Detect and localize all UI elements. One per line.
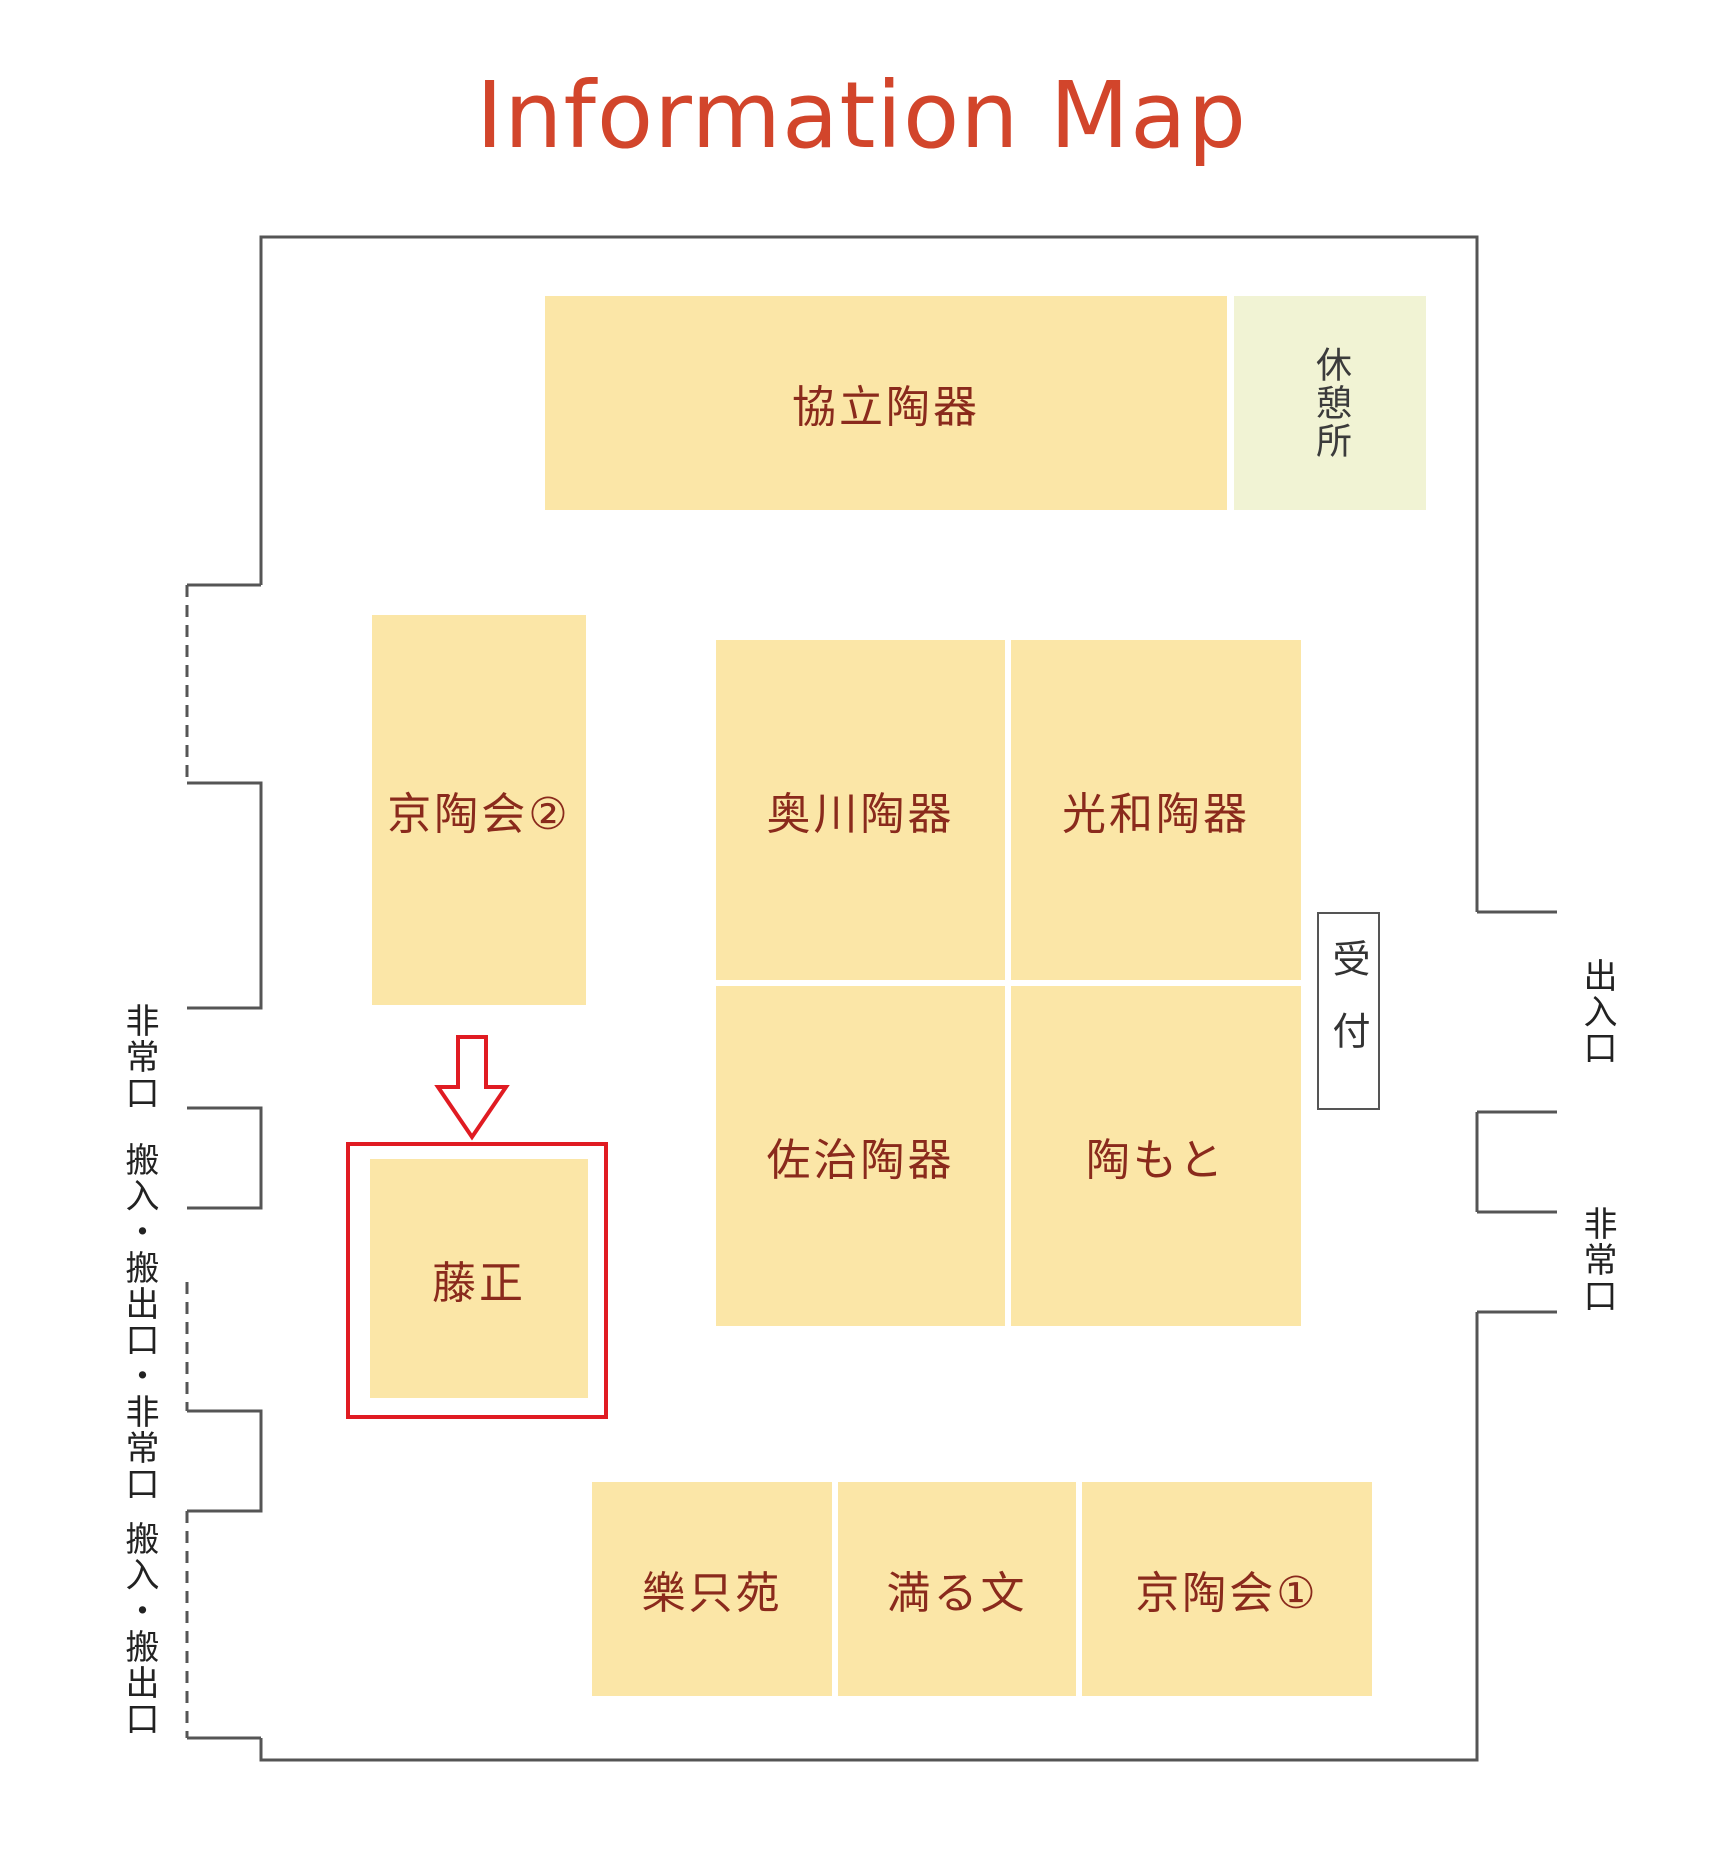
outer-wall-right-bottom (259, 1312, 1479, 1762)
booth-label-mitsurufumi: 満る文 (886, 1568, 1028, 1619)
booth-label-kyoritsu: 協立陶器 (792, 382, 980, 433)
booth-label-okugawa: 奥川陶器 (766, 789, 955, 840)
booth-label-fujimasa: 藤正 (432, 1257, 526, 1309)
door-label-left-loading: 搬入・搬出口 (119, 1521, 159, 1737)
booth-fujimasa[interactable]: 藤正 (370, 1159, 588, 1398)
booth-gakushien[interactable]: 樂只苑 (592, 1482, 832, 1696)
booth-mitsurufumi[interactable]: 満る文 (838, 1482, 1076, 1696)
booth-toumoto[interactable]: 陶もと (1011, 986, 1301, 1326)
booth-label-toumoto: 陶もと (1085, 1135, 1227, 1186)
left-wall-seg2 (187, 781, 263, 1010)
reception-desk[interactable]: 受付 (1317, 912, 1380, 1110)
booth-label-kyotoukai1: 京陶会① (1135, 1568, 1319, 1619)
down-arrow-icon (434, 1035, 510, 1141)
door-label-right-emergency: 非常口 (1577, 1206, 1617, 1314)
door-label-right-entrance: 出入口 (1577, 958, 1617, 1066)
door-label-left-emergency: 非常口 (119, 1003, 159, 1111)
reception-label: 受付 (1326, 939, 1370, 1083)
booth-label-rest-area: 休憩所 (1310, 346, 1351, 460)
booth-kyotoukai2[interactable]: 京陶会② (372, 615, 586, 1005)
booth-saji[interactable]: 佐治陶器 (716, 986, 1005, 1326)
booth-kyotoukai1[interactable]: 京陶会① (1082, 1482, 1372, 1696)
booth-okugawa[interactable]: 奥川陶器 (716, 640, 1005, 980)
booth-label-kowa: 光和陶器 (1062, 789, 1250, 840)
left-wall-seg4 (187, 1409, 263, 1513)
outer-wall-top (259, 235, 1479, 912)
left-wall-seg3 (187, 1106, 263, 1210)
booth-rest-area[interactable]: 休憩所 (1234, 296, 1426, 510)
booth-label-kyotoukai2: 京陶会② (387, 789, 571, 840)
booth-label-saji: 佐治陶器 (766, 1135, 955, 1186)
booth-label-gakushien: 樂只苑 (641, 1568, 783, 1619)
booth-kyoritsu[interactable]: 協立陶器 (545, 296, 1227, 510)
highlight-box (346, 1142, 608, 1419)
door-label-left-loading-emergency: 搬入・搬出口・非常口 (119, 1142, 159, 1502)
booth-kowa[interactable]: 光和陶器 (1011, 640, 1301, 980)
map-title: Information Map (476, 62, 1247, 169)
